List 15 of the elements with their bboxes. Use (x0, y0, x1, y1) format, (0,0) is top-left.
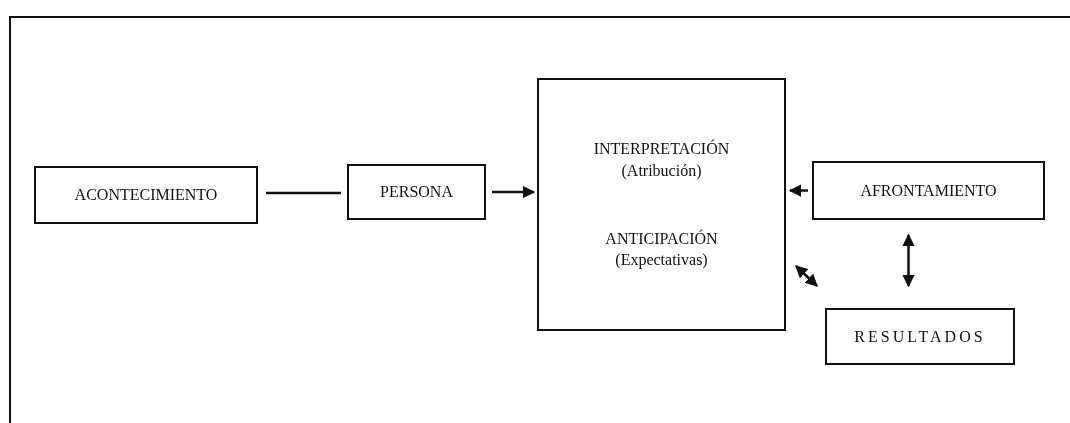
box-text: AFRONTAMIENTO (860, 180, 997, 201)
box-text: RESULTADOS (854, 326, 986, 347)
arrow (902, 233, 915, 288)
label-box (812, 161, 1045, 220)
box-text: INTERPRETACIÓN (Atribución) (592, 138, 731, 181)
box-text: ACONTECIMIENTO (74, 185, 218, 206)
arrow (795, 265, 818, 287)
arrow (492, 185, 536, 199)
label-box (34, 166, 258, 224)
label-box (825, 308, 1015, 365)
process-box (537, 78, 786, 331)
label-box (347, 164, 486, 220)
arrow (788, 184, 808, 197)
box-text: ANTICIPACIÓN (Expectativas) (604, 228, 719, 271)
box-text: PERSONA (380, 182, 453, 203)
